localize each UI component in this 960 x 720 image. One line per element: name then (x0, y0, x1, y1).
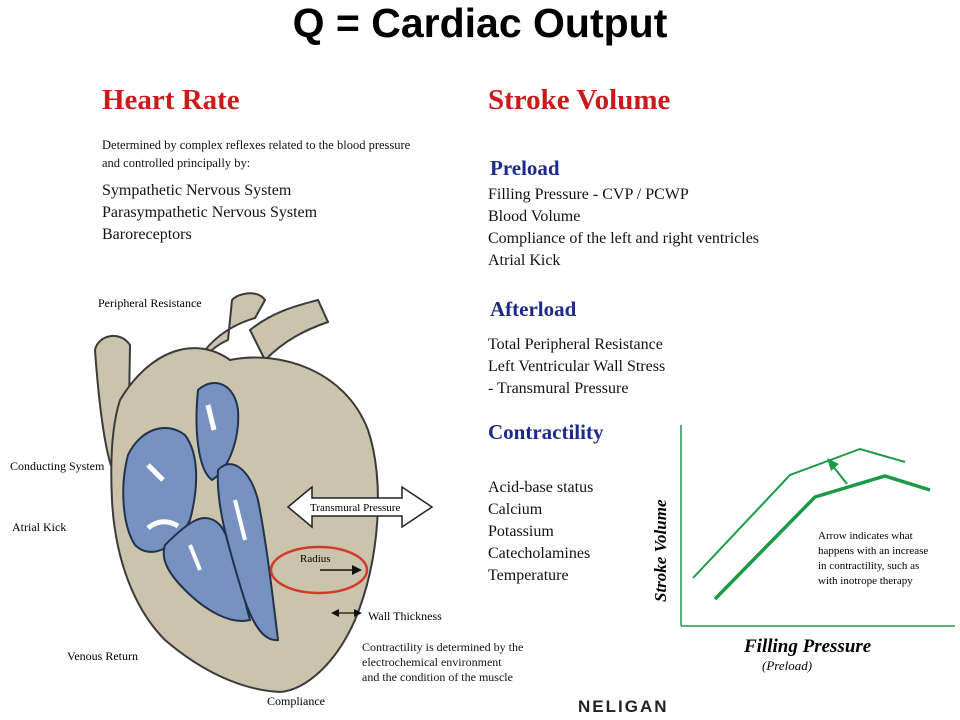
radius-arrowhead (352, 565, 362, 575)
heart-rate-list: Sympathetic Nervous System Parasympathet… (102, 180, 317, 246)
wall-thickness-arrowhead (354, 609, 362, 617)
contractility-arrowhead (827, 458, 839, 471)
list-item: Calcium (488, 501, 543, 518)
afterload-heading: Afterload (490, 297, 577, 321)
list-item: Temperature (488, 567, 569, 584)
compliance-label: Compliance (267, 694, 325, 708)
list-item: Parasympathetic Nervous System (102, 204, 318, 221)
list-item: Acid-base status (488, 479, 594, 496)
contractility-arrow (831, 464, 848, 485)
graph-note-line: Arrow indicates what (818, 530, 913, 542)
heart-diagram: Transmural Pressure Radius Peripheral Re… (10, 292, 442, 708)
vessel-shape (248, 298, 330, 362)
upper-curve (692, 447, 906, 579)
graph-y-label: Stroke Volume (651, 499, 670, 602)
heart-rate-heading: Heart Rate (102, 84, 240, 116)
note-line: Contractility is determined by the (362, 640, 524, 654)
list-item: Blood Volume (488, 208, 581, 225)
note-line: and the condition of the muscle (362, 670, 513, 684)
heart-rate-intro: Determined by complex reflexes related t… (102, 136, 410, 172)
preload-list: Filling Pressure - CVP / PCWP Blood Volu… (488, 184, 759, 272)
radius-label: Radius (300, 553, 331, 565)
graph-note-line: in contractility, such as (818, 560, 919, 572)
graph-x-label: Filling Pressure (743, 636, 872, 657)
right-atrium-shape (122, 426, 198, 553)
heart-rate-intro-line: Determined by complex reflexes related t… (102, 138, 411, 152)
wall-thickness-label: Wall Thickness (368, 609, 442, 623)
page-title: Q = Cardiac Output (292, 0, 668, 46)
list-item: Left Ventricular Wall Stress (488, 358, 666, 375)
lower-curve (713, 474, 931, 601)
transmural-pressure-label: Transmural Pressure (310, 502, 400, 514)
conducting-system-label: Conducting System (10, 459, 105, 473)
preload-heading: Preload (490, 156, 560, 180)
contractility-heading: Contractility (488, 420, 604, 444)
neligan-logo: NELIGAN (578, 697, 669, 716)
flow-arrow (146, 519, 180, 531)
list-item: Compliance of the left and right ventric… (488, 230, 760, 247)
afterload-list: Total Peripheral Resistance Left Ventric… (488, 334, 665, 400)
graph-note-line: with inotrope therapy (818, 575, 913, 587)
graph-x-sublabel: (Preload) (762, 658, 812, 673)
flow-arrow (205, 404, 217, 431)
list-item: Catecholamines (488, 545, 591, 562)
starling-graph: Stroke Volume Filling Pressure (Preload)… (651, 425, 955, 673)
list-item: Atrial Kick (488, 252, 561, 269)
flow-arrow (233, 499, 247, 541)
radius-circle (269, 545, 369, 595)
list-item: Sympathetic Nervous System (102, 182, 292, 199)
list-item: Total Peripheral Resistance (488, 336, 663, 353)
wall-thickness-arrowhead (331, 609, 339, 617)
peripheral-resistance-label: Peripheral Resistance (98, 296, 202, 310)
contractility-note: Contractility is determined by the elect… (362, 640, 523, 685)
list-item: Filling Pressure - CVP / PCWP (488, 186, 689, 203)
transmural-pressure-arrow (286, 485, 434, 529)
left-ventricle-shape (216, 463, 280, 642)
list-item: - Transmural Pressure (488, 380, 629, 397)
graph-note-line: happens with an increase (818, 545, 928, 557)
contractility-list: Acid-base status Calcium Potassium Catec… (488, 477, 593, 587)
list-item: Potassium (488, 523, 554, 540)
note-line: electrochemical environment (362, 655, 502, 669)
flow-arrow (146, 463, 165, 482)
list-item: Baroreceptors (102, 226, 192, 243)
heart-rate-intro-line: and controlled principally by: (102, 156, 251, 170)
atrial-kick-label: Atrial Kick (12, 520, 66, 534)
venous-return-label: Venous Return (67, 649, 138, 663)
flow-arrow (188, 544, 202, 571)
stroke-volume-heading: Stroke Volume (488, 84, 671, 116)
